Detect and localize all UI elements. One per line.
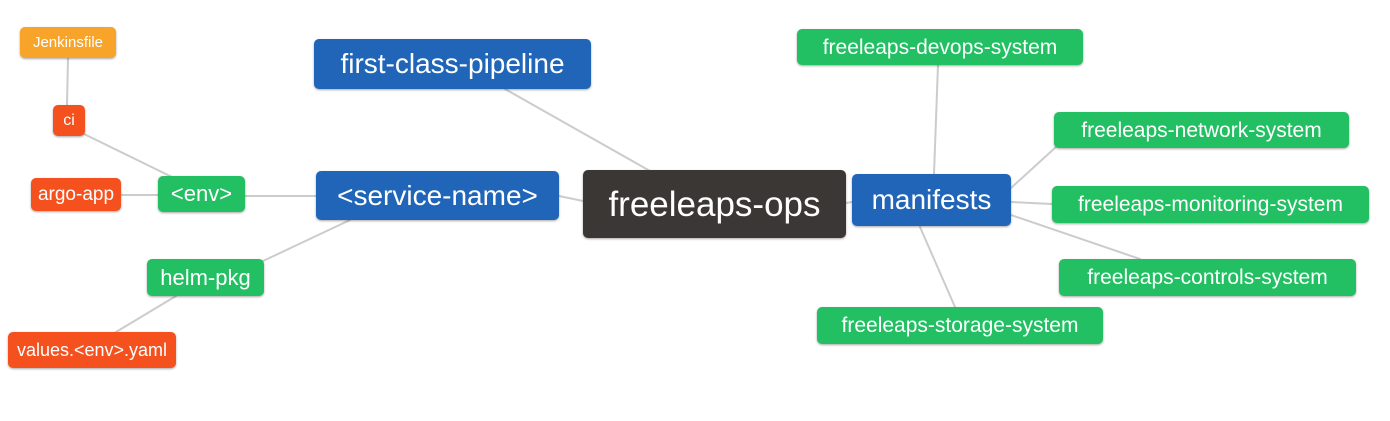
node-argo-app[interactable]: argo-app <box>31 178 121 211</box>
edge-helm-pkg-values <box>115 295 177 333</box>
edge-jenkinsfile-ci <box>66 57 69 106</box>
edge-manifests-storage <box>919 226 956 308</box>
node-env[interactable]: <env> <box>158 176 245 212</box>
node-freeleaps-monitoring-system[interactable]: freeleaps-monitoring-system <box>1052 186 1369 223</box>
edge-service-name-helm-pkg <box>262 219 351 262</box>
node-freeleaps-storage-system[interactable]: freeleaps-storage-system <box>817 307 1103 344</box>
node-service-name[interactable]: <service-name> <box>316 171 559 220</box>
node-freeleaps-devops-system[interactable]: freeleaps-devops-system <box>797 29 1083 65</box>
node-manifests[interactable]: manifests <box>852 174 1011 226</box>
edge-service-name-root <box>558 195 584 202</box>
edge-manifests-network <box>1010 146 1057 189</box>
node-first-class-pipeline[interactable]: first-class-pipeline <box>314 39 591 89</box>
edge-ci-env <box>83 133 173 178</box>
node-freeleaps-controls-system[interactable]: freeleaps-controls-system <box>1059 259 1356 296</box>
edge-manifests-monitoring <box>1010 201 1053 205</box>
edge-pipeline-root <box>504 88 651 172</box>
node-helm-pkg[interactable]: helm-pkg <box>147 259 264 296</box>
edge-manifests-controls <box>1010 214 1141 260</box>
node-jenkinsfile[interactable]: Jenkinsfile <box>20 27 116 58</box>
node-freeleaps-ops-root[interactable]: freeleaps-ops <box>583 170 846 238</box>
node-freeleaps-network-system[interactable]: freeleaps-network-system <box>1054 112 1349 148</box>
node-ci[interactable]: ci <box>53 105 85 136</box>
node-values-env-yaml[interactable]: values.<env>.yaml <box>8 332 176 368</box>
edge-root-manifests <box>845 201 853 204</box>
edge-manifests-devops <box>933 64 939 175</box>
